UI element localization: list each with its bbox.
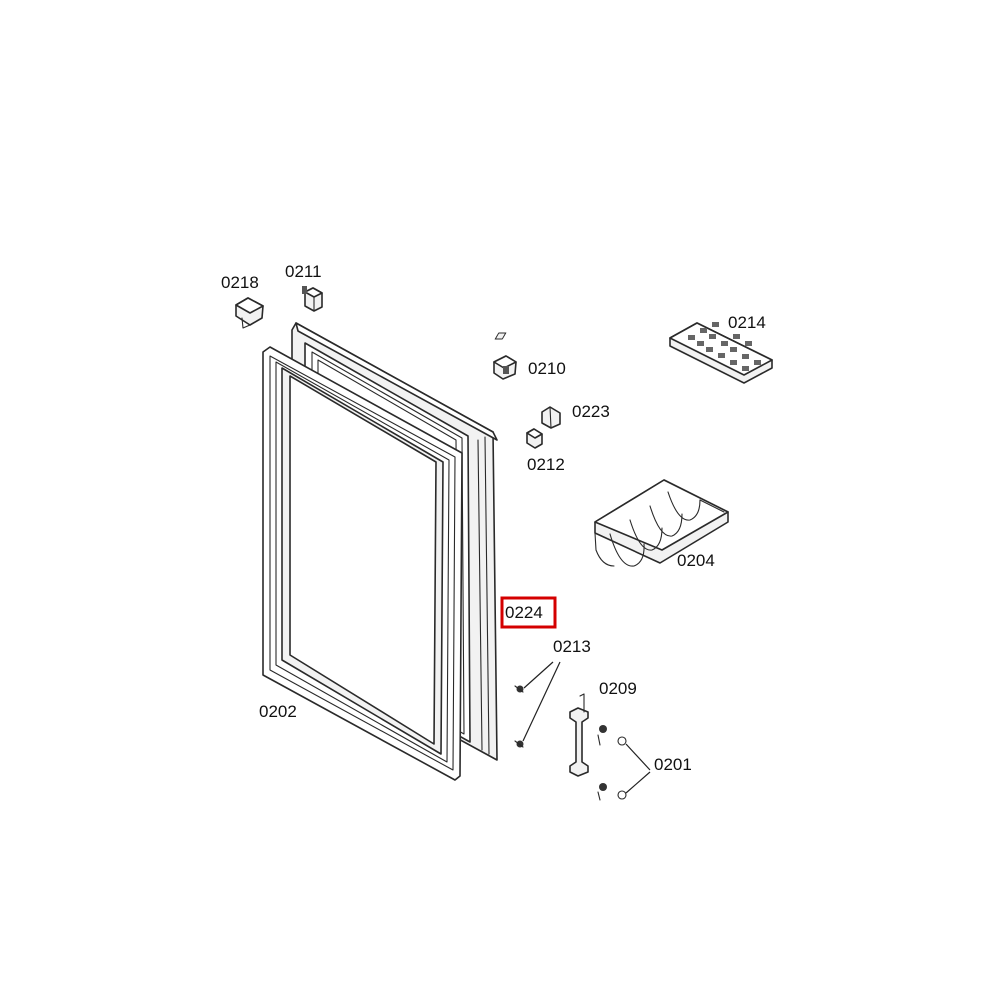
highlight-box-0224: [500, 596, 557, 629]
label-0224: 0224: [505, 603, 543, 622]
label-0218: 0218: [221, 273, 259, 292]
part-0214-ice-tray: [494, 322, 773, 384]
label-0212: 0212: [527, 455, 565, 474]
ice-tray-cells: [688, 322, 761, 371]
part-0218-clip: [235, 297, 264, 329]
label-0211: 0211: [285, 262, 322, 281]
label-0210: 0210: [528, 359, 566, 378]
part-0210-latch: [493, 355, 517, 380]
label-0213: 0213: [553, 637, 591, 656]
label-0209: 0209: [599, 679, 637, 698]
part-0211-hinge: [302, 286, 323, 312]
part-0213-screws: [514, 661, 561, 748]
label-0223: 0223: [572, 402, 610, 421]
label-0202: 0202: [259, 702, 297, 721]
label-0201: 0201: [654, 755, 692, 774]
label-0214: 0214: [728, 313, 766, 332]
part-0212-cover: [526, 428, 543, 449]
part-0204-bottle-rack: [594, 479, 729, 567]
label-0204: 0204: [677, 551, 715, 570]
door-gasket-part: [262, 346, 463, 781]
part-0209-handle: [569, 693, 607, 801]
part-0223-bracket: [541, 406, 561, 429]
part-0201-plugs: [617, 736, 651, 800]
